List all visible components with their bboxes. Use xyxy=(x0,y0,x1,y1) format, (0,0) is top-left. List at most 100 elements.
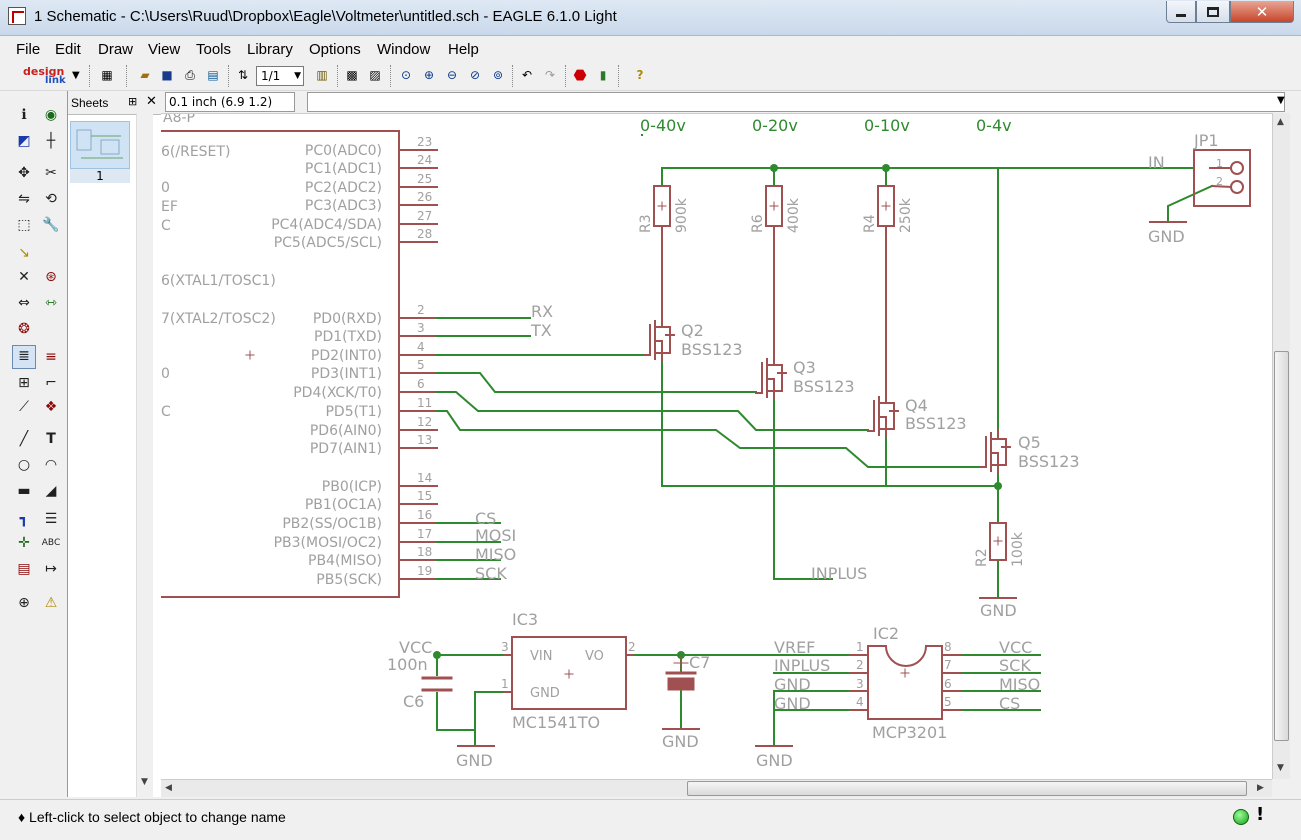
replace-icon[interactable]: ❂ xyxy=(14,319,34,339)
smash-icon[interactable]: ⊞ xyxy=(14,373,34,393)
status-alert-icon[interactable]: ! xyxy=(1256,804,1264,825)
change-icon[interactable]: 🔧 xyxy=(41,215,61,235)
horizontal-scrollbar[interactable]: ◀ ▶ xyxy=(161,779,1272,797)
miter-icon[interactable]: ⌐ xyxy=(41,373,61,393)
menu-edit[interactable]: Edit xyxy=(55,41,81,58)
help-icon[interactable]: ? xyxy=(631,66,649,84)
vertical-scrollbar[interactable]: ▲ ▼ xyxy=(1272,113,1290,779)
menu-file[interactable]: File xyxy=(16,41,40,58)
copy-icon[interactable]: ✂ xyxy=(41,163,61,183)
chevron-up-icon[interactable]: ▲ xyxy=(1277,117,1284,127)
sheet-thumbnail-label: 1 xyxy=(70,169,130,183)
svg-text:8: 8 xyxy=(944,640,952,654)
close-button[interactable]: ✕ xyxy=(1230,1,1294,23)
gateswap-icon[interactable]: ⇿ xyxy=(41,293,61,313)
move-icon[interactable]: ✥ xyxy=(14,163,34,183)
svg-text:PD2(INT0): PD2(INT0) xyxy=(311,348,382,364)
svg-text:2: 2 xyxy=(856,658,864,672)
redo-icon[interactable]: ↷ xyxy=(541,66,559,84)
pinswap-icon[interactable]: ⇔ xyxy=(14,293,34,313)
chevron-right-icon[interactable]: ▶ xyxy=(1257,783,1264,793)
zoom-out-icon[interactable]: ⊖ xyxy=(443,66,461,84)
name-tool-icon[interactable]: ≣ xyxy=(12,345,36,369)
add-icon[interactable]: ⊛ xyxy=(41,267,61,287)
label-icon[interactable]: ABC xyxy=(41,533,61,553)
sheets-scrollbar[interactable]: ▼ xyxy=(136,113,153,797)
chevron-left-icon[interactable]: ◀ xyxy=(165,783,172,793)
menu-help[interactable]: Help xyxy=(448,41,479,58)
grid-icon[interactable]: ▦ xyxy=(98,66,116,84)
menu-tools[interactable]: Tools xyxy=(196,41,231,58)
errors-icon[interactable]: ⚠ xyxy=(41,593,61,613)
net-icon[interactable]: ☰ xyxy=(41,509,61,529)
show-icon[interactable]: ◉ xyxy=(41,105,61,125)
svg-text:28: 28 xyxy=(417,227,432,241)
use-library-icon[interactable]: ▥ xyxy=(313,66,331,84)
mark-icon[interactable]: ┼ xyxy=(41,131,61,151)
svg-text:3: 3 xyxy=(856,677,864,691)
rectangle-icon[interactable]: ▬ xyxy=(14,481,34,501)
redraw-icon[interactable]: ⊘ xyxy=(466,66,484,84)
chevron-down-icon: ▼ xyxy=(141,777,148,787)
info-icon[interactable]: ℹ xyxy=(14,105,34,125)
run-ulp-icon[interactable]: ▨ xyxy=(366,66,384,84)
cam-processor-icon[interactable]: ▤ xyxy=(204,66,222,84)
svg-text:MISO: MISO xyxy=(999,675,1040,694)
svg-text:GND: GND xyxy=(774,675,811,694)
sheet-select[interactable]: 1/1▼ xyxy=(256,66,304,86)
minimize-button[interactable] xyxy=(1166,1,1196,23)
junction-icon[interactable]: ✛ xyxy=(14,533,34,553)
menu-window[interactable]: Window xyxy=(377,41,430,58)
stop-icon[interactable]: ⬣ xyxy=(571,66,589,84)
circle-icon[interactable]: ○ xyxy=(14,455,34,475)
rotate-icon[interactable]: ⟲ xyxy=(41,189,61,209)
menu-options[interactable]: Options xyxy=(309,41,361,58)
maximize-button[interactable] xyxy=(1196,1,1230,23)
erc-icon[interactable]: ⊕ xyxy=(14,593,34,613)
split-icon[interactable]: ⟋ xyxy=(14,397,34,417)
pin-icon[interactable]: ⊞ xyxy=(128,95,137,108)
sheet-thumbnail[interactable] xyxy=(70,121,130,169)
menu-view[interactable]: View xyxy=(148,41,180,58)
delete-icon[interactable]: ✕ xyxy=(14,267,34,287)
open-icon[interactable]: ▰ xyxy=(136,66,154,84)
mirror-icon[interactable]: ⇋ xyxy=(14,189,34,209)
attribute-icon[interactable]: ▤ xyxy=(14,559,34,579)
menu-library[interactable]: Library xyxy=(247,41,293,58)
bus-icon[interactable]: ┓ xyxy=(14,509,34,529)
wire-icon[interactable]: ╱ xyxy=(14,429,34,449)
text-icon[interactable]: T xyxy=(41,429,61,449)
close-icon[interactable]: ✕ xyxy=(146,94,157,109)
svg-text:JP1: JP1 xyxy=(1193,131,1219,150)
display-icon[interactable]: ◩ xyxy=(14,131,34,151)
zoom-select-icon[interactable]: ⊚ xyxy=(489,66,507,84)
script-icon[interactable]: ▩ xyxy=(343,66,361,84)
print-icon[interactable]: ⎙ xyxy=(181,66,199,84)
group-icon[interactable]: ⬚ xyxy=(14,215,34,235)
paste-icon[interactable]: ↘ xyxy=(14,243,34,263)
invoke-icon[interactable]: ❖ xyxy=(41,397,61,417)
horizontal-scroll-thumb[interactable] xyxy=(687,781,1247,796)
chevron-down-icon[interactable]: ▼ xyxy=(1277,763,1284,773)
schematic-canvas[interactable]: A8-P 6(/RESET) 0 EF C 6(XTAL1/TOSC1) 7(X… xyxy=(161,113,1272,779)
save-icon[interactable]: ■ xyxy=(158,66,176,84)
zoom-fit-icon[interactable]: ⊙ xyxy=(397,66,415,84)
svg-text:PC0(ADC0): PC0(ADC0) xyxy=(305,143,382,159)
vertical-scroll-thumb[interactable] xyxy=(1274,351,1289,741)
designlink-button[interactable]: design link ▼ xyxy=(15,63,85,89)
status-ok-indicator-icon xyxy=(1233,809,1249,825)
dimension-icon[interactable]: ↦ xyxy=(41,559,61,579)
svg-text:25: 25 xyxy=(417,172,432,186)
svg-text:400k: 400k xyxy=(786,197,802,233)
value-icon[interactable]: ≡ xyxy=(41,347,61,367)
arc-icon[interactable]: ◠ xyxy=(41,455,61,475)
chevron-down-icon[interactable]: ▼ xyxy=(1277,95,1285,106)
zoom-in-icon[interactable]: ⊕ xyxy=(420,66,438,84)
menu-draw[interactable]: Draw xyxy=(98,41,133,58)
undo-icon[interactable]: ↶ xyxy=(518,66,536,84)
go-icon[interactable]: ▮ xyxy=(594,66,612,84)
polygon-icon[interactable]: ◢ xyxy=(41,481,61,501)
command-line-input[interactable] xyxy=(307,92,1285,112)
sheet-icon[interactable]: ⇅ xyxy=(234,66,252,84)
svg-text:VREF: VREF xyxy=(774,638,815,657)
